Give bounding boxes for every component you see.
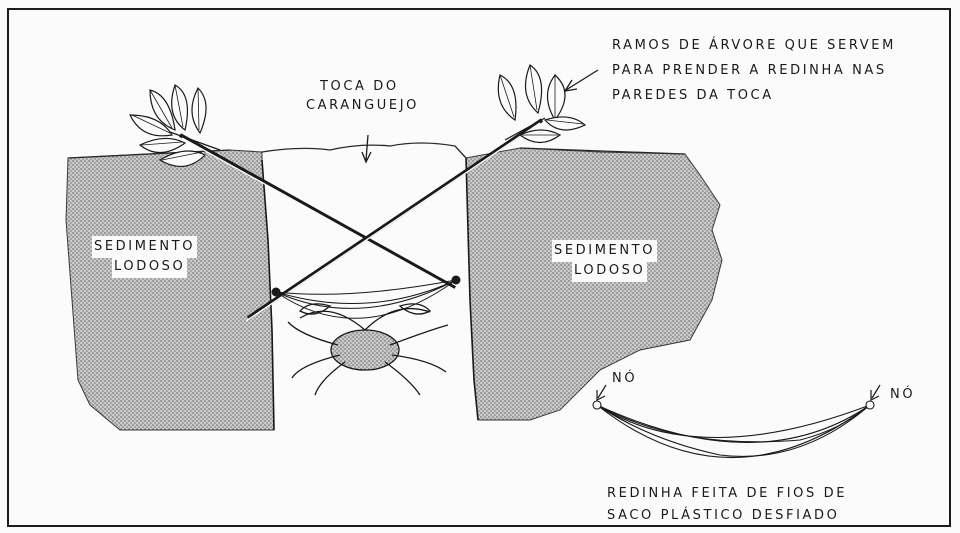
arrow-icon bbox=[871, 385, 880, 400]
burrow-label-line-2: CARANGUEJO bbox=[306, 95, 419, 117]
net-caption-line-2: SACO PLÁSTICO DESFIADO bbox=[607, 505, 839, 527]
net-icon bbox=[593, 401, 874, 458]
arrow-icon bbox=[565, 70, 598, 91]
sediment-right-label-line-2: LODOSO bbox=[572, 260, 647, 282]
sediment-left-label-line-1: SEDIMENTO bbox=[92, 236, 197, 258]
sediment-right-block bbox=[466, 148, 722, 420]
arrow-icon bbox=[597, 385, 606, 400]
knot-left-label: NÓ bbox=[612, 368, 637, 390]
branches-note-line-1: RAMOS DE ÁRVORE QUE SERVEM bbox=[612, 35, 896, 57]
branches-note-line-3: PAREDES DA TOCA bbox=[612, 85, 774, 107]
knot-right-label: NÓ bbox=[890, 384, 915, 406]
leaf-branch-icon bbox=[498, 65, 585, 143]
sediment-right-label-line-1: SEDIMENTO bbox=[552, 240, 657, 262]
sediment-left-block bbox=[66, 150, 274, 430]
branches-note-line-2: PARA PRENDER A REDINHA NAS bbox=[612, 60, 887, 82]
sediment-left-label-line-2: LODOSO bbox=[112, 256, 187, 278]
arrow-icon bbox=[362, 135, 371, 162]
net-caption-line-1: REDINHA FEITA DE FIOS DE bbox=[607, 483, 847, 505]
